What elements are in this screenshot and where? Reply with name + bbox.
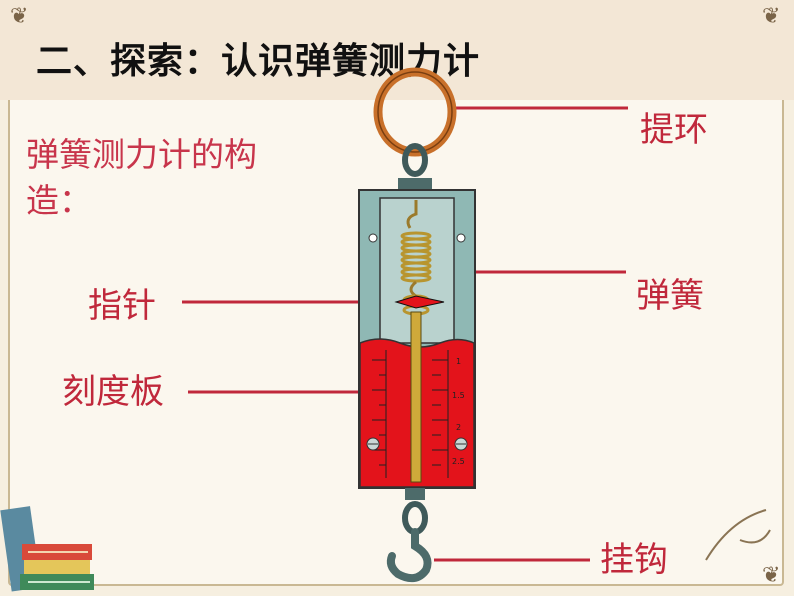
scale-label: 刻度板 bbox=[62, 372, 164, 412]
scale-rod bbox=[410, 311, 422, 483]
books-decoration-icon bbox=[0, 506, 94, 592]
scale-mark: 1.5 bbox=[452, 391, 465, 400]
spring-coil bbox=[400, 231, 432, 283]
ornament-vine-icon bbox=[705, 509, 771, 561]
hook-label: 挂钩 bbox=[600, 540, 668, 580]
ornament-corner-icon: ❦ bbox=[10, 4, 29, 29]
scale-mark: 2.5 bbox=[452, 457, 465, 466]
hook-link bbox=[402, 501, 428, 535]
ring-link bbox=[402, 143, 428, 177]
title-band bbox=[0, 0, 794, 100]
ring-label: 提环 bbox=[640, 110, 708, 150]
hook-icon bbox=[386, 528, 432, 583]
ornament-corner-icon: ❦ bbox=[762, 4, 781, 29]
ornament-corner-icon: ❦ bbox=[762, 563, 781, 588]
spring-top-hook bbox=[406, 200, 418, 229]
pointer-label: 指针 bbox=[88, 286, 156, 326]
structure-subtitle: 弹簧测力计的构造： bbox=[26, 135, 257, 220]
pointer bbox=[394, 295, 445, 309]
scale-ticks bbox=[372, 359, 448, 466]
spring-label: 弹簧 bbox=[636, 276, 704, 316]
scale-mark: 2 bbox=[456, 423, 461, 432]
scale-mark: 1 bbox=[456, 357, 461, 366]
